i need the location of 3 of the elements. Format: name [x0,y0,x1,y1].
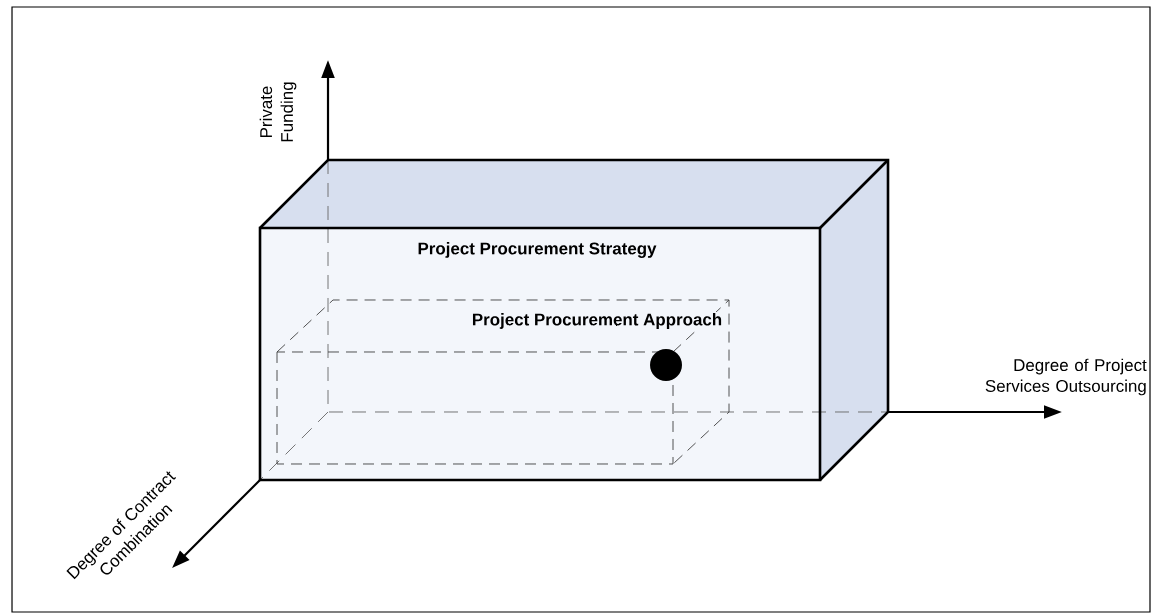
axis-label: Private Funding [259,82,297,142]
node-label: Project Procurement Approach [472,313,722,329]
axis-label: Degree of Project Services Outsourcing [985,358,1147,396]
